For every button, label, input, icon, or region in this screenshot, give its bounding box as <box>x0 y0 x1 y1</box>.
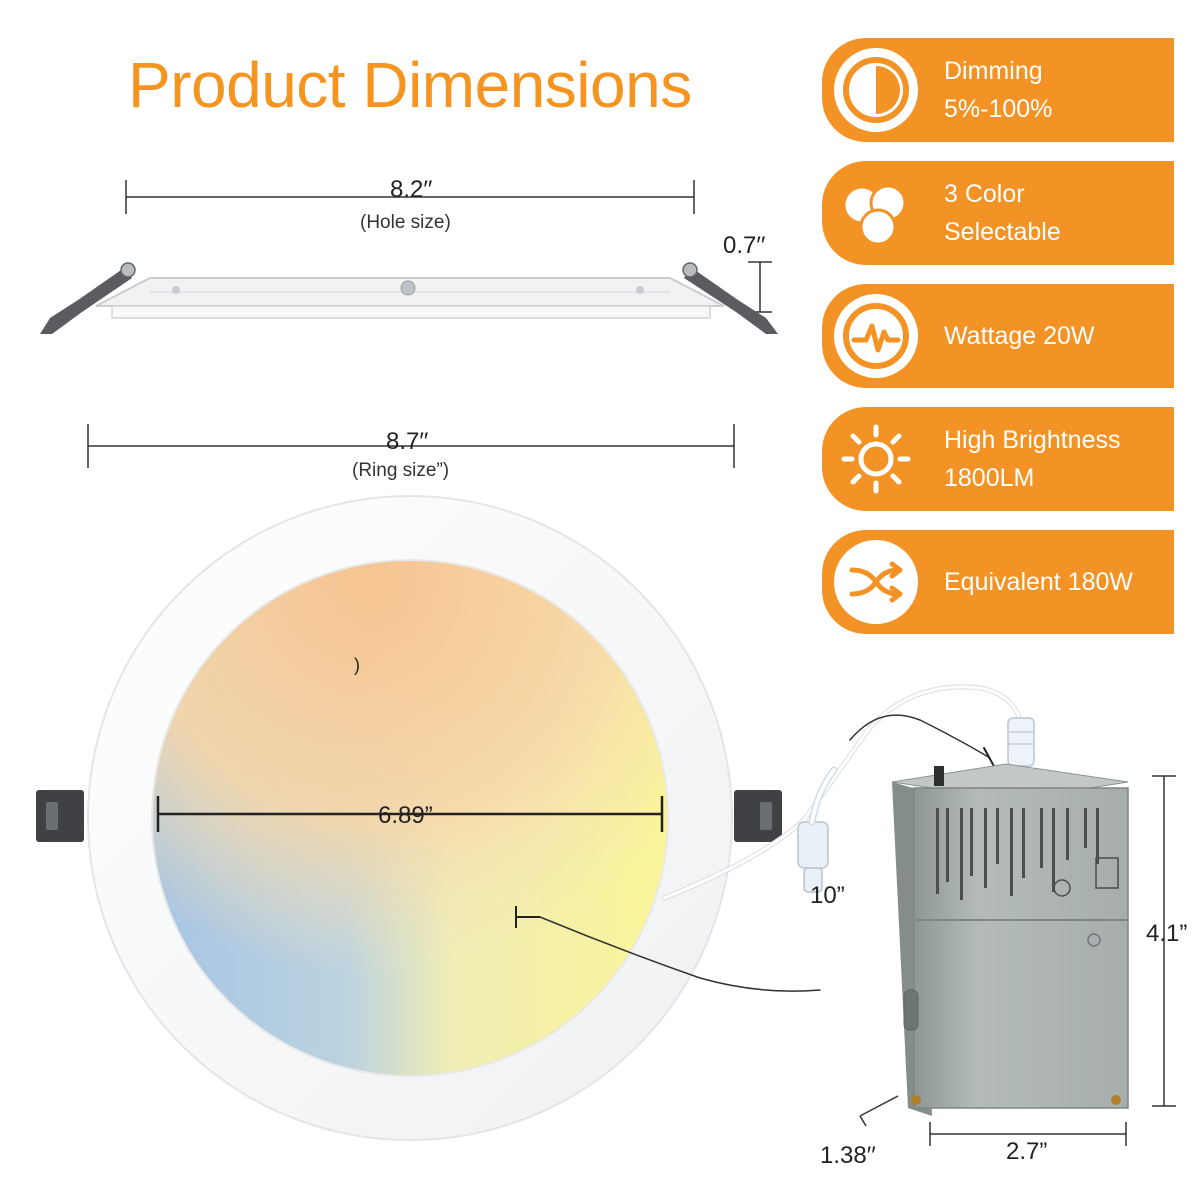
sun-icon <box>834 417 918 501</box>
side-view-light <box>40 180 778 334</box>
feature-dimming-line1: Dimming <box>944 57 1043 85</box>
feature-brightness-line2: 1800LM <box>944 464 1035 492</box>
dimming-icon <box>834 48 918 132</box>
color-circles-icon <box>834 171 918 255</box>
ring-size-note: (Ring size”) <box>352 460 450 481</box>
feature-dimming-line2: 5%-100% <box>944 95 1053 123</box>
cable-length-value: 10” <box>810 882 845 909</box>
page-title: Product Dimensions <box>128 49 692 121</box>
feature-wattage: Wattage 20W <box>822 284 1174 388</box>
crossing-arrows-icon <box>834 540 918 624</box>
panel-size-value: 6.89” <box>378 802 433 829</box>
feature-color-line1: 3 Color <box>944 180 1025 208</box>
connection-cable <box>539 684 1035 992</box>
feature-dimming: Dimming 5%-100% <box>822 38 1174 142</box>
box-width-value: 2.7” <box>1006 1138 1048 1165</box>
stray-mark: ) <box>354 655 360 675</box>
box-height-value: 4.1” <box>1146 920 1188 947</box>
feature-color: 3 Color Selectable <box>822 161 1174 265</box>
feature-brightness-line1: High Brightness <box>944 426 1121 454</box>
junction-box <box>891 763 1129 1116</box>
feature-equivalent-line1: Equivalent 180W <box>944 568 1134 596</box>
round-panel-light <box>36 424 782 1141</box>
ring-size-value: 8.7′′ <box>386 428 429 455</box>
hole-size-value: 8.2′′ <box>390 176 433 203</box>
feature-equivalent: Equivalent 180W <box>822 530 1174 634</box>
height-value: 0.7′′ <box>723 232 766 259</box>
feature-wattage-line1: Wattage 20W <box>944 322 1095 350</box>
pulse-icon <box>834 294 918 378</box>
hole-size-note: (Hole size) <box>360 212 451 233</box>
box-dimension-lines <box>859 775 1176 1146</box>
feature-brightness: High Brightness 1800LM <box>822 407 1174 511</box>
box-depth-value: 1.38′′ <box>820 1142 876 1169</box>
feature-color-line2: Selectable <box>944 218 1061 246</box>
